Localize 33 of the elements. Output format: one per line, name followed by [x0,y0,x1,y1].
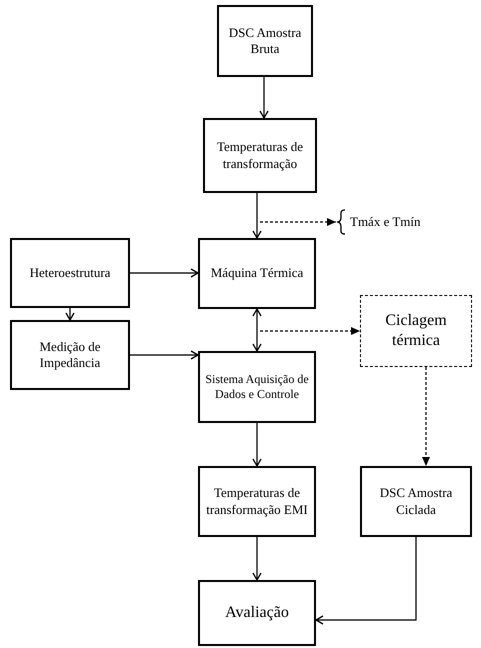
process-box [203,118,317,193]
arrow [259,77,269,119]
box-label: Heteroestrutura [30,264,110,282]
box-label: Avaliação [225,603,289,623]
dashed-arrow [260,218,336,226]
arrow [252,537,262,581]
box-label: Medição de Impedância [38,338,102,372]
arrow [252,423,262,467]
box-label: Temperaturas de transformação [216,139,304,172]
box-label: DSC Amostra Bruta [228,24,302,58]
process-box [198,466,316,537]
process-box [10,238,130,308]
process-box [198,351,316,423]
process-box [217,5,313,77]
dashed-arrow [260,327,360,335]
process-box [198,580,316,646]
arrow [315,537,417,625]
box-label: Ciclagem térmica [384,311,448,351]
arrow [252,308,262,352]
arrow [130,350,199,360]
box-label: Sistema Aquisição de Dados e Controle [204,372,310,402]
dashed-process-box [360,295,472,367]
dashed-arrow [422,367,430,466]
box-label: DSC Amostra Ciclada [378,485,454,518]
annotation-text: Tmáx e Tmín [350,213,421,232]
process-box [198,238,316,309]
process-box [10,320,130,390]
box-label: Máquina Térmica [210,265,304,282]
process-box [360,466,472,537]
arrow [65,308,75,321]
arrow [252,193,262,239]
box-label: Temperaturas de transformação EMI [205,485,309,518]
arrow [130,268,199,278]
